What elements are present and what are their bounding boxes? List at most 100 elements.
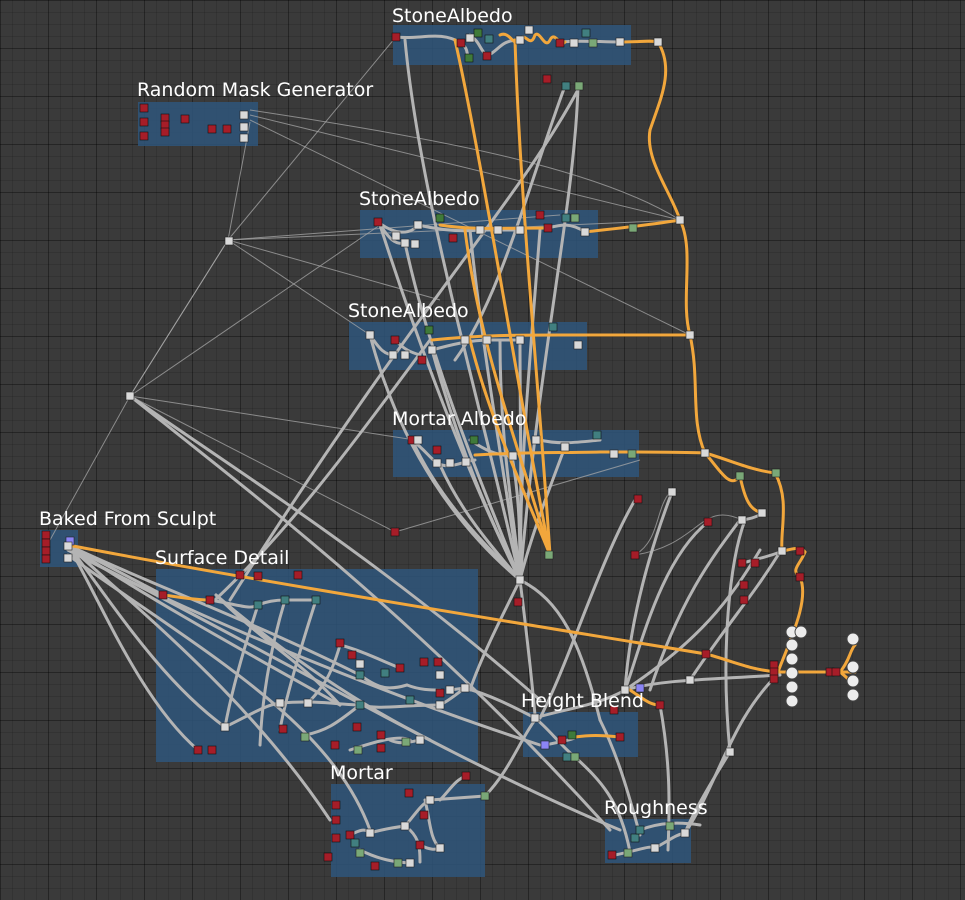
graph-node[interactable] bbox=[63, 541, 73, 551]
graph-node[interactable] bbox=[561, 213, 571, 223]
graph-node[interactable] bbox=[581, 28, 591, 38]
graph-node[interactable] bbox=[404, 788, 414, 798]
graph-node[interactable] bbox=[633, 494, 643, 504]
graph-node[interactable] bbox=[542, 74, 552, 84]
graph-node[interactable] bbox=[769, 674, 779, 684]
graph-node[interactable] bbox=[573, 340, 583, 350]
output-node-icon[interactable] bbox=[785, 638, 799, 652]
graph-node[interactable] bbox=[413, 220, 423, 230]
graph-node[interactable] bbox=[393, 858, 403, 868]
graph-node[interactable] bbox=[607, 850, 617, 860]
graph-node[interactable] bbox=[323, 852, 333, 862]
graph-node[interactable] bbox=[401, 737, 411, 747]
frame-random-mask-generator[interactable] bbox=[138, 102, 258, 146]
graph-node[interactable] bbox=[376, 730, 386, 740]
graph-node[interactable] bbox=[331, 800, 341, 810]
graph-node[interactable] bbox=[41, 538, 51, 548]
graph-node[interactable] bbox=[615, 37, 625, 47]
graph-node[interactable] bbox=[515, 35, 525, 45]
graph-node[interactable] bbox=[158, 590, 168, 600]
graph-node[interactable] bbox=[390, 335, 400, 345]
graph-node[interactable] bbox=[139, 117, 149, 127]
graph-node[interactable] bbox=[543, 223, 553, 233]
graph-node[interactable] bbox=[548, 322, 558, 332]
graph-node[interactable] bbox=[508, 451, 518, 461]
graph-node[interactable] bbox=[567, 730, 577, 740]
graph-node[interactable] bbox=[655, 700, 665, 710]
graph-node[interactable] bbox=[435, 843, 445, 853]
graph-node[interactable] bbox=[448, 233, 458, 243]
graph-node[interactable] bbox=[300, 732, 310, 742]
graph-node[interactable] bbox=[630, 550, 640, 560]
graph-node[interactable] bbox=[347, 650, 357, 660]
graph-node[interactable] bbox=[63, 553, 73, 563]
output-node-icon[interactable] bbox=[785, 694, 799, 708]
graph-node[interactable] bbox=[700, 448, 710, 458]
graph-node[interactable] bbox=[531, 435, 541, 445]
graph-node[interactable] bbox=[311, 595, 321, 605]
graph-node[interactable] bbox=[560, 442, 570, 452]
graph-node[interactable] bbox=[615, 732, 625, 742]
graph-node[interactable] bbox=[353, 745, 363, 755]
graph-node[interactable] bbox=[685, 330, 695, 340]
graph-node[interactable] bbox=[650, 843, 660, 853]
graph-node[interactable] bbox=[675, 215, 685, 225]
graph-node[interactable] bbox=[41, 546, 51, 556]
graph-node[interactable] bbox=[355, 700, 365, 710]
graph-node[interactable] bbox=[193, 745, 203, 755]
graph-node[interactable] bbox=[160, 127, 170, 137]
graph-node[interactable] bbox=[535, 210, 545, 220]
graph-node[interactable] bbox=[400, 350, 410, 360]
graph-node[interactable] bbox=[435, 700, 445, 710]
graph-node[interactable] bbox=[331, 815, 341, 825]
graph-node[interactable] bbox=[480, 791, 490, 801]
graph-node[interactable] bbox=[570, 213, 580, 223]
graph-node[interactable] bbox=[293, 570, 303, 580]
graph-node[interactable] bbox=[355, 848, 365, 858]
graph-node[interactable] bbox=[355, 659, 365, 669]
graph-node[interactable] bbox=[831, 667, 841, 677]
graph-node[interactable] bbox=[515, 335, 525, 345]
graph-node[interactable] bbox=[667, 487, 677, 497]
graph-node[interactable] bbox=[417, 355, 427, 365]
graph-node[interactable] bbox=[795, 546, 805, 556]
output-node-group[interactable] bbox=[785, 625, 860, 708]
output-node-icon[interactable] bbox=[785, 652, 799, 666]
graph-node[interactable] bbox=[609, 449, 619, 459]
graph-node[interactable] bbox=[735, 471, 745, 481]
graph-node[interactable] bbox=[739, 580, 749, 590]
graph-node[interactable] bbox=[380, 668, 390, 678]
graph-node[interactable] bbox=[41, 530, 51, 540]
graph-node[interactable] bbox=[253, 600, 263, 610]
graph-node[interactable] bbox=[484, 34, 494, 44]
graph-node[interactable] bbox=[465, 33, 475, 43]
graph-node[interactable] bbox=[405, 695, 415, 705]
graph-node[interactable] bbox=[628, 223, 638, 233]
graph-node[interactable] bbox=[180, 114, 190, 124]
graph-node[interactable] bbox=[278, 724, 288, 734]
graph-node[interactable] bbox=[365, 330, 375, 340]
graph-node[interactable] bbox=[574, 81, 584, 91]
graph-node[interactable] bbox=[460, 335, 470, 345]
graph-node[interactable] bbox=[239, 110, 249, 120]
graph-node[interactable] bbox=[345, 830, 355, 840]
output-node-icon[interactable] bbox=[785, 680, 799, 694]
graph-node[interactable] bbox=[461, 457, 471, 467]
graph-node[interactable] bbox=[331, 833, 341, 843]
graph-node[interactable] bbox=[239, 122, 249, 132]
graph-node[interactable] bbox=[425, 795, 435, 805]
graph-node[interactable] bbox=[757, 508, 767, 518]
output-node-icon[interactable] bbox=[846, 660, 860, 674]
graph-node[interactable] bbox=[388, 350, 398, 360]
graph-node[interactable] bbox=[400, 238, 410, 248]
graph-node[interactable] bbox=[350, 838, 360, 848]
graph-node[interactable] bbox=[561, 81, 571, 91]
graph-node[interactable] bbox=[235, 570, 245, 580]
graph-node[interactable] bbox=[405, 858, 415, 868]
output-node-icon[interactable] bbox=[846, 674, 860, 688]
graph-node[interactable] bbox=[635, 683, 645, 693]
graph-node[interactable] bbox=[205, 595, 215, 605]
graph-node[interactable] bbox=[515, 575, 525, 585]
graph-node[interactable] bbox=[395, 663, 405, 673]
graph-node[interactable] bbox=[515, 225, 525, 235]
